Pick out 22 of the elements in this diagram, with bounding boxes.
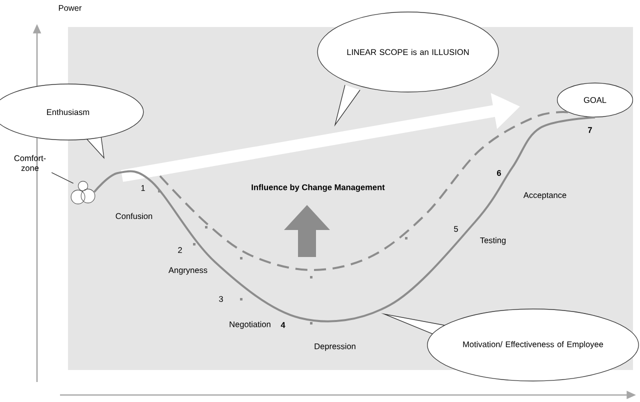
circle-cluster-icon <box>70 180 96 204</box>
text-label: Influence by Change Management <box>252 184 385 192</box>
text-label: 6 <box>497 170 501 176</box>
text-label: Angryness <box>168 267 208 275</box>
text-label: Acceptance <box>523 192 566 200</box>
text-label: Depression <box>314 343 356 351</box>
text-label: Negotiation <box>230 321 270 329</box>
text-label: 3 <box>219 296 223 302</box>
callout-bubble: Motivation/ Effectiveness of Employee <box>380 308 639 382</box>
curve <box>159 111 568 271</box>
callout-bubble: LINEAR SCOPE is an ILLUSION <box>317 12 499 127</box>
curve <box>94 116 596 322</box>
leader-line <box>51 172 74 184</box>
text-label: 7 <box>588 127 592 133</box>
text-label: 4 <box>280 322 286 328</box>
text-label: 2 <box>178 247 182 253</box>
text-label: Testing <box>480 237 506 245</box>
text-label: Confusion <box>116 212 152 220</box>
text-label: 1 <box>141 185 145 191</box>
text-label: Power <box>58 5 82 11</box>
text-label: 5 <box>454 226 458 232</box>
node-label: Motivation/ Effectiveness of Employee <box>463 341 604 349</box>
